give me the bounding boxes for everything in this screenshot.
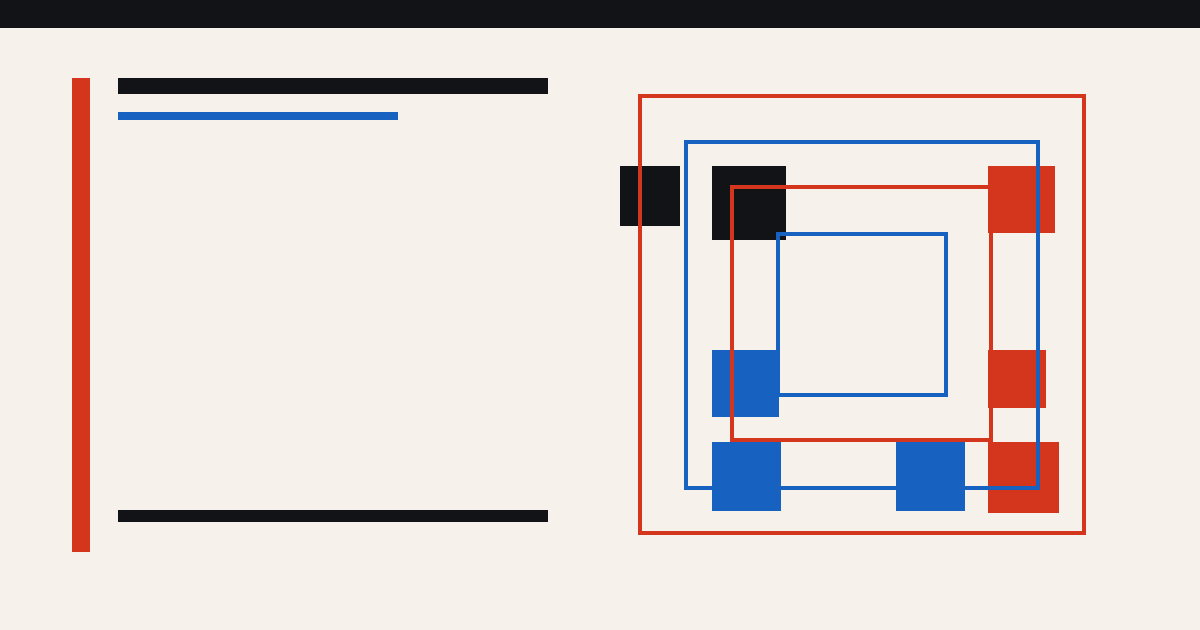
- red-block-top-right: [988, 166, 1055, 233]
- left-accent-bar: [72, 78, 90, 552]
- outer-red-frame: [638, 94, 1086, 535]
- inner-blue-frame: [776, 232, 948, 397]
- inner-red-frame: [730, 185, 993, 442]
- top-bar: [0, 0, 1200, 28]
- red-block-bottom-right: [988, 442, 1059, 513]
- blue-block-bottom-center: [896, 442, 965, 511]
- blue-frame: [684, 140, 1040, 490]
- blue-block-mid-left: [712, 350, 779, 417]
- black-block-left: [620, 166, 680, 226]
- blue-block-bottom-left: [712, 442, 781, 511]
- subtitle-rule: [118, 112, 398, 120]
- black-block: [712, 166, 786, 240]
- title-rule: [118, 78, 548, 94]
- footer-rule: [118, 510, 548, 522]
